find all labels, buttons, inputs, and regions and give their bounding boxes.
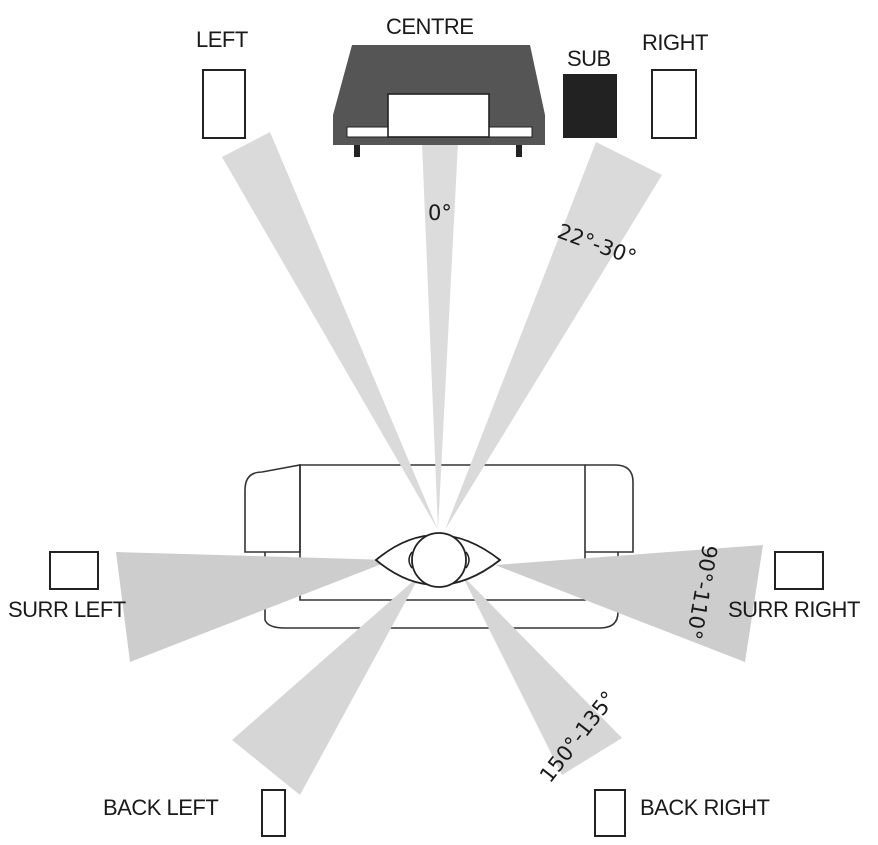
centre-speaker-box [387, 93, 490, 138]
beam-surr-right [495, 545, 763, 662]
beam-left [222, 132, 438, 530]
tv-leg-left [354, 145, 360, 157]
speaker-left [202, 69, 246, 139]
speaker-right [651, 69, 697, 139]
label-back-left: BACK LEFT [103, 795, 218, 820]
speaker-surr-right [774, 551, 824, 590]
beam-surr-left [116, 552, 392, 662]
listener-head [411, 532, 467, 588]
label-back-right: BACK RIGHT [640, 795, 770, 820]
label-left: LEFT [196, 27, 248, 52]
listener-ear-right [465, 551, 470, 569]
beam-back-left [232, 575, 420, 795]
tv-centre-unit [333, 45, 545, 157]
speaker-back-left [261, 789, 286, 837]
sofa [244, 464, 634, 629]
tv-top [333, 45, 545, 115]
label-surr-right: SURR RIGHT [728, 597, 860, 622]
listener-ear-left [408, 551, 413, 569]
label-centre: CENTRE [386, 14, 473, 39]
beam-centre [422, 143, 458, 530]
label-right: RIGHT [642, 30, 708, 55]
angle-front-centre: 0° [428, 201, 452, 225]
beam-right [445, 142, 662, 530]
label-sub: SUB [567, 46, 611, 71]
label-surr-left: SURR LEFT [8, 597, 126, 622]
speaker-back-right [594, 789, 626, 837]
beam-back-right [462, 575, 622, 775]
speaker-boxes [49, 69, 824, 837]
speaker-surr-left [49, 551, 99, 590]
speaker-sub [563, 74, 617, 138]
tv-leg-right [516, 145, 522, 157]
listener [374, 532, 502, 588]
beams [116, 132, 763, 795]
